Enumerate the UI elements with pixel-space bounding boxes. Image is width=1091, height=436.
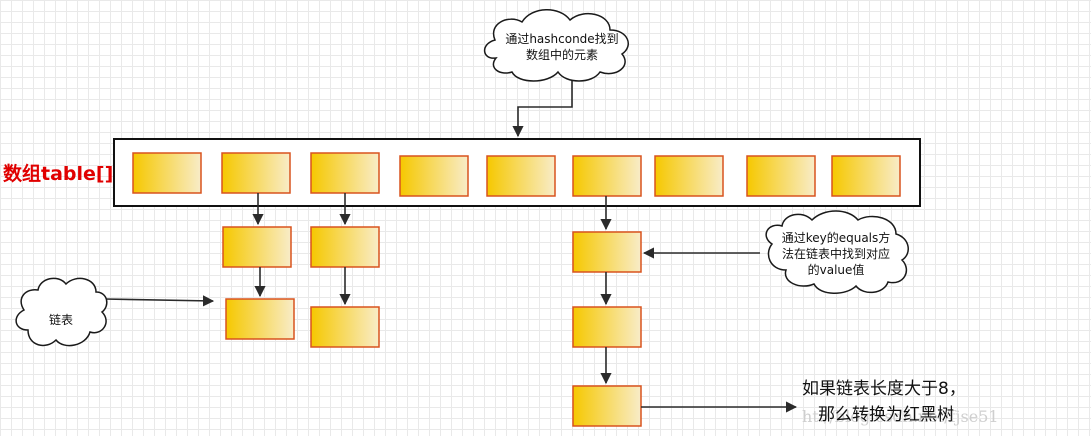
array-cell [654, 155, 724, 197]
cloud-hash-line-2: 数组中的元素 [526, 47, 598, 62]
treeify-note-line-2: 那么转换为红黑树 [818, 405, 954, 425]
list-node [572, 306, 642, 348]
array-cell [486, 155, 556, 197]
array-cell [221, 152, 291, 194]
list-node [222, 226, 292, 268]
arrow-list-cloud-to-node [103, 295, 215, 307]
list-node [572, 385, 642, 427]
array-cell [310, 152, 380, 194]
arrow-hash-to-array [512, 78, 573, 138]
array-label: 数组table[] [3, 162, 113, 185]
list-node [225, 298, 295, 340]
cloud-hash [483, 9, 629, 82]
cloud-equals-line-2: 法在链表中找到对应 [782, 246, 890, 261]
cloud-list [15, 277, 108, 347]
array-cell [746, 155, 816, 197]
watermark: ht://blog.csdn.net/fjse51 [802, 407, 999, 426]
list-node [572, 231, 642, 273]
cloud-equals-line-3: 的value值 [808, 262, 865, 277]
array-cell [399, 155, 469, 197]
array-cell [132, 152, 202, 194]
cloud-equals [765, 210, 909, 294]
cloud-equals-line-1: 通过key的equals方 [782, 230, 891, 245]
treeify-note-line-1: 如果链表长度大于8， [802, 379, 966, 399]
array-cell [572, 155, 642, 197]
cloud-hash-line-1: 通过hashconde找到 [505, 32, 618, 46]
list-node [310, 226, 380, 268]
list-node [310, 306, 380, 348]
array-cell [831, 155, 901, 197]
cloud-list-label: 链表 [49, 312, 73, 327]
